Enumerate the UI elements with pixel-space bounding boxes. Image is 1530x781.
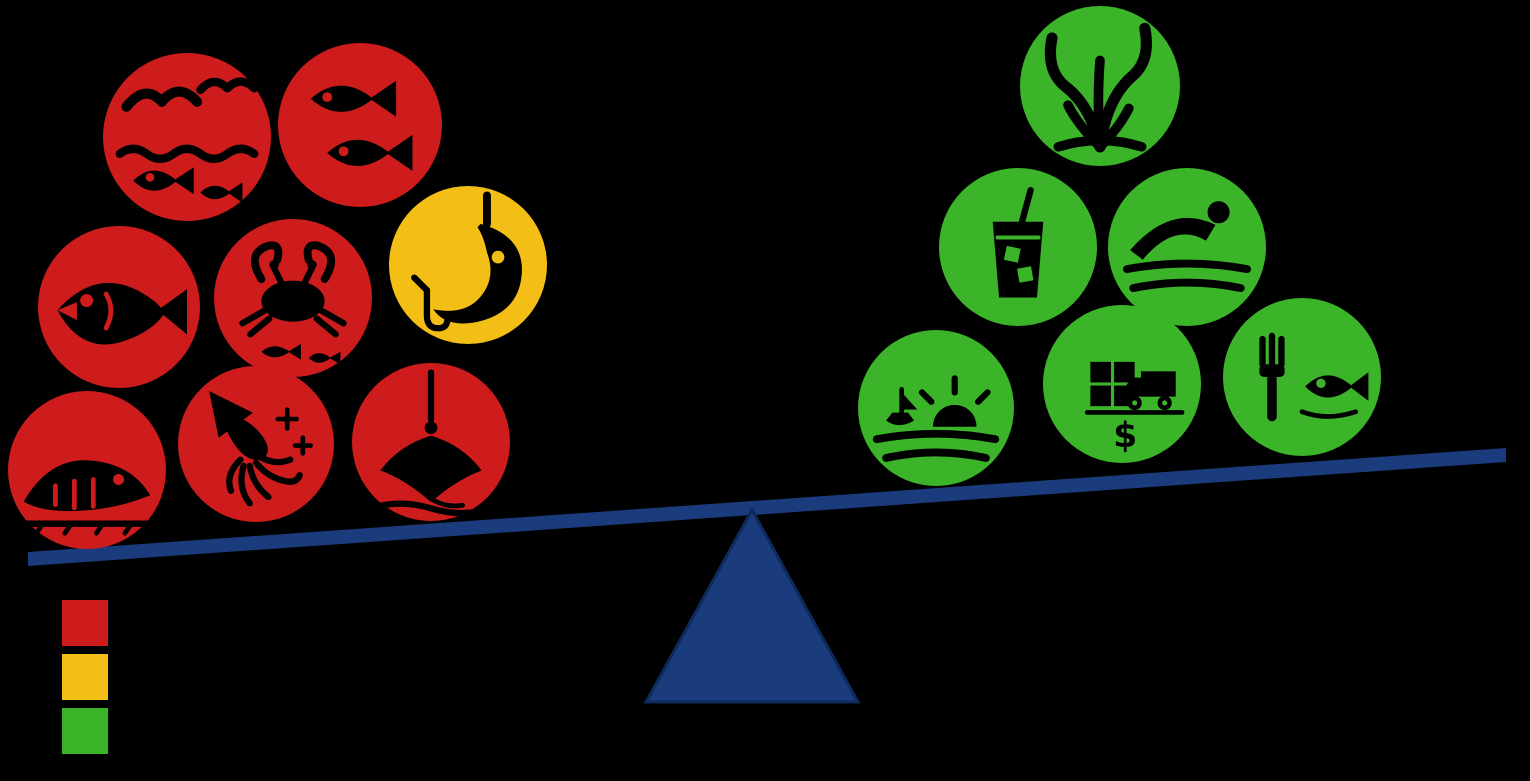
seaweed-icon bbox=[1044, 22, 1152, 153]
leaping-fish-waters-icon bbox=[1123, 201, 1251, 293]
seabird-bycatch-badge bbox=[103, 53, 271, 221]
big-fish-icon bbox=[57, 282, 188, 345]
flatfish-seabed-icon bbox=[17, 460, 157, 536]
crab-and-fish-icon bbox=[239, 241, 347, 365]
boxes-truck-dollar-icon: $ bbox=[1084, 361, 1185, 456]
seafood-meal-badge bbox=[1223, 298, 1381, 456]
economy-supply-badge: $ bbox=[1043, 305, 1201, 463]
flatfish-badge bbox=[8, 391, 166, 549]
big-fish-badge bbox=[38, 226, 200, 388]
seesaw-plank bbox=[28, 448, 1506, 566]
seaweed-badge bbox=[1020, 6, 1180, 166]
beach-sunrise-badge bbox=[858, 330, 1014, 486]
seabirds-and-fish-icon bbox=[115, 77, 259, 203]
legend-swatch-red bbox=[62, 600, 108, 646]
two-fish-badge bbox=[278, 43, 442, 207]
fulcrum-triangle bbox=[643, 506, 861, 704]
healthy-waters-badge bbox=[1108, 168, 1266, 326]
dollar-sign-label: $ bbox=[1113, 416, 1137, 456]
two-fish-icon bbox=[310, 80, 413, 171]
legend-swatch-green bbox=[62, 708, 108, 754]
drink-glass-icon bbox=[992, 186, 1044, 298]
legend-swatch-yellow bbox=[62, 654, 108, 700]
ray-on-line-icon bbox=[367, 369, 495, 517]
squid-badge bbox=[178, 366, 334, 522]
ray-trawl-badge bbox=[352, 363, 510, 521]
fork-and-fish-icon bbox=[1259, 332, 1369, 422]
crab-bycatch-badge bbox=[214, 219, 372, 377]
squid-icon bbox=[209, 390, 313, 507]
hooked-fish-icon bbox=[411, 191, 522, 332]
hooked-fish-badge bbox=[389, 186, 547, 344]
drink-badge bbox=[939, 168, 1097, 326]
beach-sunrise-icon bbox=[872, 375, 1000, 462]
